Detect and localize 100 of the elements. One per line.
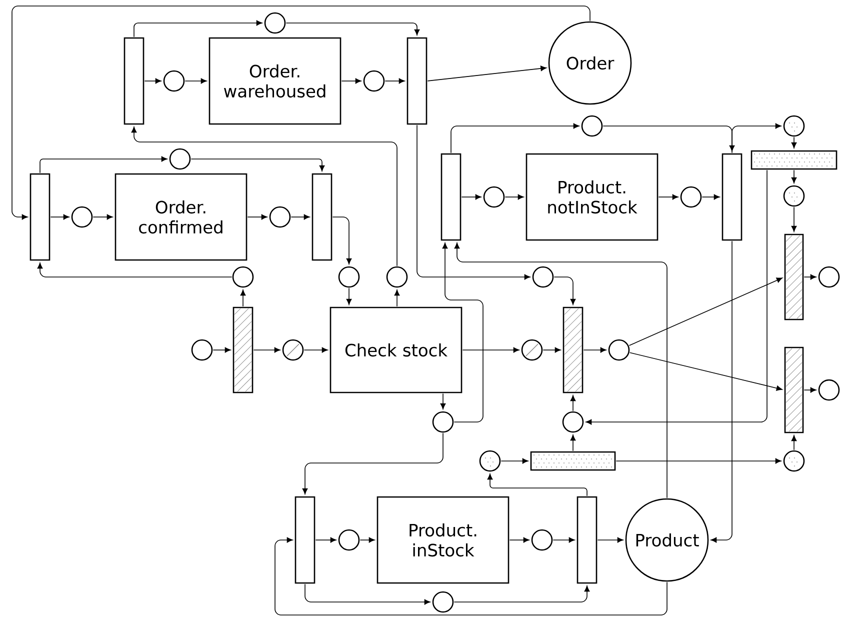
transition-bar bbox=[294, 496, 316, 584]
place-circle bbox=[521, 339, 543, 361]
place-circle bbox=[71, 206, 93, 228]
arrow bbox=[509, 537, 530, 543]
arrow bbox=[461, 194, 482, 200]
arrow bbox=[332, 216, 352, 264]
process-box: Check stock bbox=[330, 306, 462, 394]
place-circle bbox=[680, 186, 702, 208]
place-circle bbox=[191, 339, 213, 361]
place-circle bbox=[783, 450, 805, 472]
place-circle bbox=[562, 411, 584, 433]
arrow bbox=[500, 458, 528, 464]
arrow bbox=[12, 6, 590, 220]
arrow bbox=[346, 288, 352, 305]
transition-bar bbox=[576, 496, 598, 584]
place-circle bbox=[531, 529, 553, 551]
arrow bbox=[804, 274, 816, 280]
arrow bbox=[628, 278, 783, 346]
arrow bbox=[791, 435, 797, 450]
arrow bbox=[37, 262, 232, 278]
place-circle bbox=[818, 266, 840, 288]
arrow bbox=[286, 22, 420, 36]
place-circle bbox=[338, 266, 360, 288]
arrow bbox=[315, 537, 336, 543]
place-circle bbox=[338, 529, 360, 551]
arrow bbox=[274, 537, 668, 616]
arrow bbox=[394, 290, 400, 307]
transition-bar bbox=[750, 150, 838, 170]
arrow bbox=[570, 434, 576, 452]
arrow bbox=[710, 240, 732, 543]
place-circle bbox=[163, 70, 185, 92]
arrow bbox=[616, 458, 782, 464]
process-box: Product. inStock bbox=[376, 496, 510, 584]
arrow bbox=[302, 432, 444, 494]
place-circle bbox=[264, 12, 286, 34]
transition-bar bbox=[562, 306, 584, 394]
arrow bbox=[602, 126, 735, 152]
place-circle bbox=[783, 185, 805, 207]
arrow bbox=[462, 347, 520, 353]
place-circle bbox=[169, 148, 191, 170]
arrow bbox=[247, 214, 268, 220]
arrow bbox=[583, 347, 606, 353]
arrow bbox=[658, 194, 678, 200]
arrow bbox=[341, 78, 362, 84]
arrow bbox=[542, 347, 561, 353]
transition-bar bbox=[440, 153, 462, 241]
arrow bbox=[586, 170, 768, 425]
arrow bbox=[304, 347, 328, 353]
arrow bbox=[290, 214, 310, 220]
arrow bbox=[253, 347, 280, 353]
arrow bbox=[804, 387, 816, 393]
arrow bbox=[487, 474, 588, 496]
process-box: Order. warehoused bbox=[208, 37, 342, 125]
arrow bbox=[144, 78, 162, 84]
arrow bbox=[791, 170, 797, 184]
arrow bbox=[384, 78, 405, 84]
transition-bar bbox=[784, 234, 804, 320]
place-circle bbox=[483, 186, 505, 208]
arrow bbox=[50, 214, 70, 220]
arrow bbox=[131, 126, 398, 266]
arrow bbox=[597, 537, 624, 543]
arrow bbox=[504, 194, 524, 200]
process-box: Order. confirmed bbox=[114, 173, 248, 261]
transition-bar bbox=[722, 153, 742, 241]
place-circle bbox=[363, 70, 385, 92]
place-circle bbox=[432, 411, 454, 433]
arrow bbox=[427, 66, 547, 82]
arrow bbox=[40, 156, 168, 174]
transition-bar bbox=[124, 37, 144, 125]
arrow bbox=[629, 352, 782, 391]
place-circle bbox=[479, 450, 501, 472]
transition-bar bbox=[232, 306, 254, 394]
arrow bbox=[92, 214, 113, 220]
place-circle bbox=[269, 206, 291, 228]
arrow bbox=[212, 347, 231, 353]
arrow bbox=[450, 123, 580, 154]
transition-bar bbox=[406, 37, 428, 125]
arrow bbox=[732, 123, 782, 154]
place-circle bbox=[608, 339, 630, 361]
arrow bbox=[240, 290, 246, 307]
arrow bbox=[442, 242, 484, 422]
arrow bbox=[791, 206, 797, 232]
arrow bbox=[454, 586, 590, 602]
arrow bbox=[304, 584, 430, 605]
arrow bbox=[791, 136, 797, 148]
arrow bbox=[454, 242, 668, 498]
arrow bbox=[184, 78, 207, 84]
place-circle bbox=[581, 115, 603, 137]
place-circle bbox=[232, 266, 254, 288]
place-circle bbox=[818, 379, 840, 401]
place-circle bbox=[432, 591, 454, 613]
arrow bbox=[134, 20, 262, 38]
transition-bar bbox=[312, 173, 332, 261]
transition-bar bbox=[784, 346, 804, 434]
transition-bar bbox=[30, 173, 50, 261]
arrow bbox=[702, 194, 720, 200]
arrow bbox=[440, 393, 446, 410]
place-circle bbox=[532, 266, 554, 288]
arrow bbox=[416, 124, 530, 280]
arrow bbox=[360, 537, 375, 543]
